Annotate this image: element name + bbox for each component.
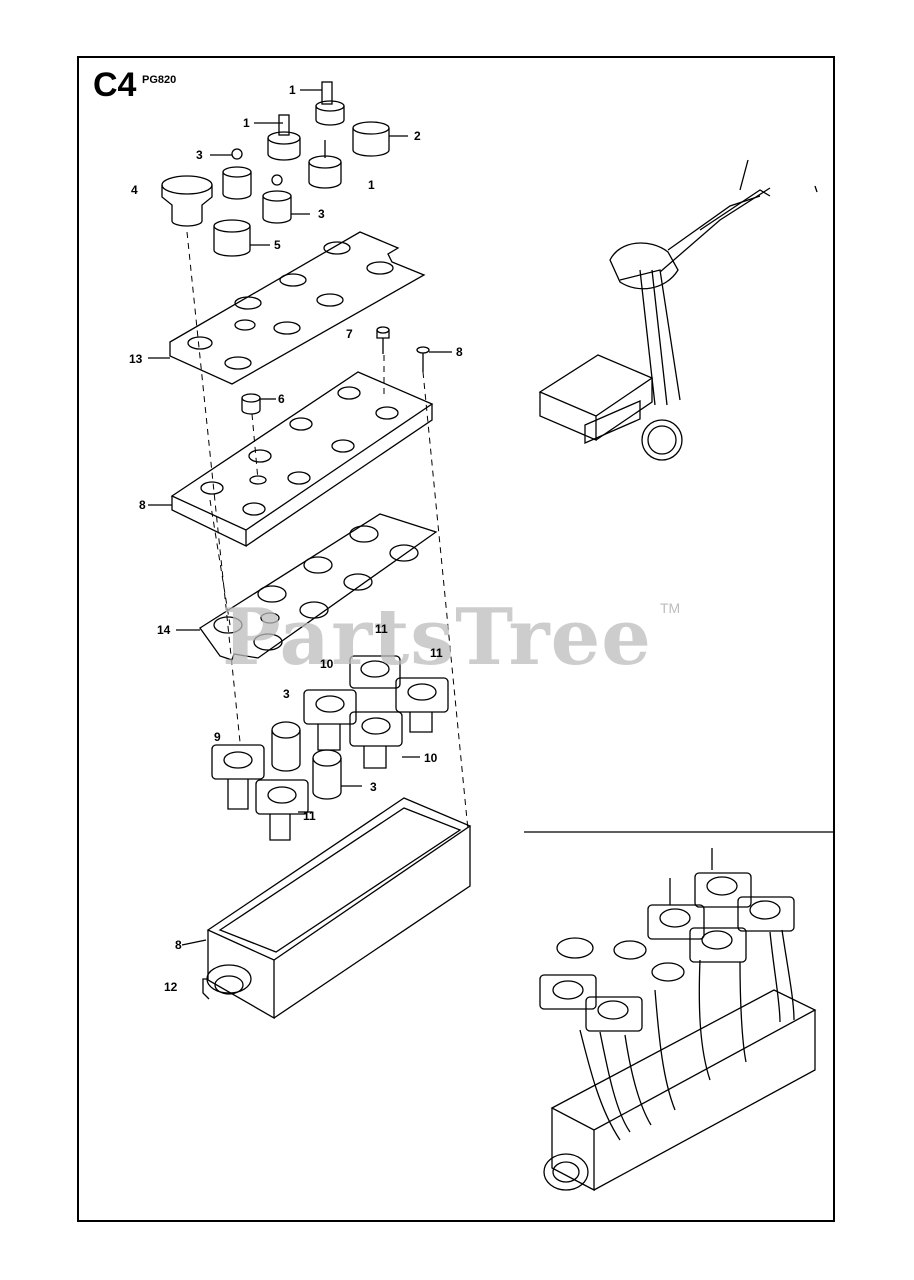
cover-plate-8 — [148, 371, 434, 548]
knob-1-top — [300, 81, 345, 126]
callout-10: 10 — [424, 751, 438, 765]
callout-6: 6 — [278, 392, 285, 406]
watermark-trademark: TM — [660, 600, 681, 616]
callout-3: 3 — [196, 148, 203, 162]
callout-3: 3 — [318, 207, 325, 221]
plug-6 — [241, 393, 276, 415]
callout-9: 9 — [214, 730, 221, 744]
callout-3: 3 — [370, 780, 377, 794]
callout-8: 8 — [175, 938, 182, 952]
watermark-text: PartsTree — [222, 592, 652, 683]
callout-1: 1 — [243, 116, 250, 130]
callout-4: 4 — [131, 183, 138, 197]
callout-5: 5 — [274, 238, 281, 252]
callout-11: 11 — [375, 622, 388, 636]
callout-1: 1 — [368, 178, 375, 192]
screw-8 — [416, 346, 452, 372]
callout-8: 8 — [456, 345, 463, 359]
knob-3-b — [262, 174, 310, 224]
machine-overview — [538, 159, 818, 461]
callout-11: 11 — [430, 646, 443, 660]
diagram-frame — [77, 56, 835, 1222]
gasket-14 — [176, 513, 438, 661]
callout-1: 1 — [289, 83, 296, 97]
knob-3-a — [210, 148, 252, 200]
button-4 — [161, 175, 213, 227]
pin-7 — [376, 326, 390, 354]
callout-14: 14 — [157, 623, 171, 637]
callout-10: 10 — [320, 657, 334, 671]
callout-11: 11 — [303, 809, 316, 823]
assembly-lines — [186, 231, 469, 831]
callout-13: 13 — [129, 352, 143, 366]
callout-3: 3 — [283, 687, 290, 701]
housing-box — [181, 797, 472, 1020]
knob-1-left — [254, 114, 301, 161]
switch-blocks — [211, 655, 449, 841]
label-plate-13 — [148, 231, 426, 385]
wired-assembly-inset — [539, 848, 817, 1192]
section-code: C4 — [93, 66, 137, 104]
callout-2: 2 — [414, 129, 421, 143]
knob-1-mid — [308, 140, 342, 189]
knob-2 — [352, 121, 408, 157]
callout-8: 8 — [139, 498, 146, 512]
model-label: PG820 — [142, 74, 177, 86]
callout-12: 12 — [164, 980, 178, 994]
button-5 — [213, 219, 270, 257]
callout-7: 7 — [346, 327, 353, 341]
